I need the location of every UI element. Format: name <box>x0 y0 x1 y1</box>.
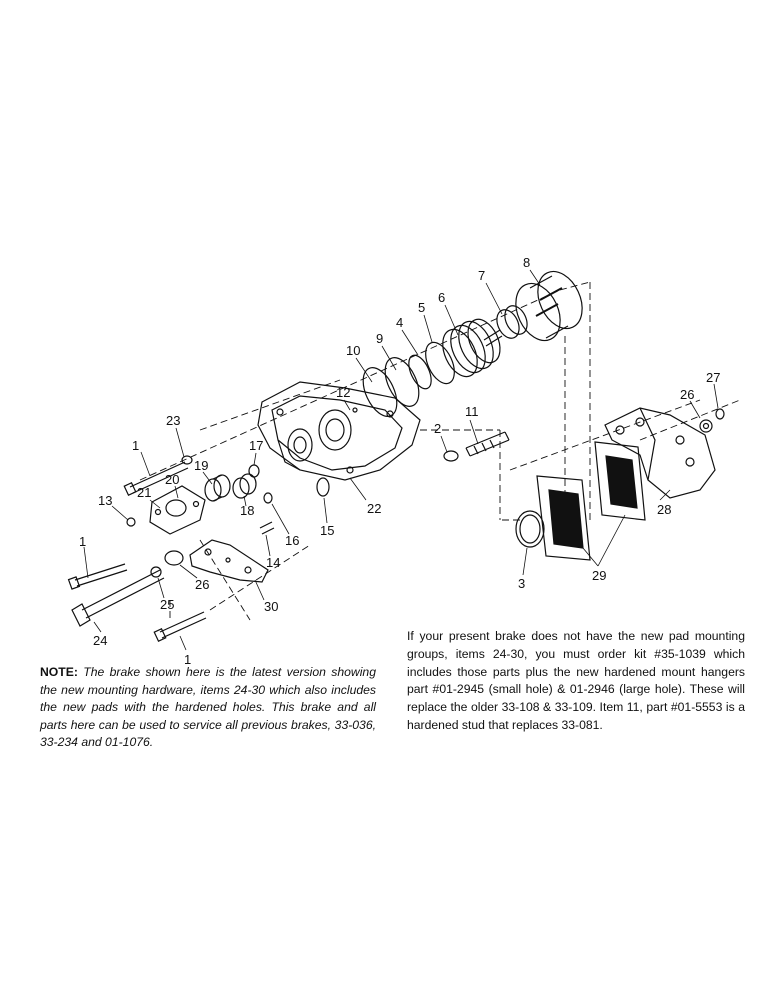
caliper-half <box>604 407 716 499</box>
callout: 28 <box>657 502 671 517</box>
callout: 21 <box>137 485 151 500</box>
callout: 3 <box>518 576 525 591</box>
callout: 16 <box>285 533 299 548</box>
callout: 11 <box>465 404 479 419</box>
note-right-text: If your present brake does not have the … <box>407 629 745 732</box>
piston <box>442 318 501 378</box>
callout: 13 <box>98 493 112 508</box>
callout: 27 <box>706 370 720 385</box>
callout: 23 <box>166 413 180 428</box>
center-lines <box>139 281 741 621</box>
adjuster <box>515 270 583 342</box>
callout: 15 <box>320 523 334 538</box>
callout: 20 <box>165 472 179 487</box>
fittings <box>232 464 330 535</box>
callout: 5 <box>418 300 425 315</box>
callout: 1 <box>184 652 191 667</box>
plunger <box>483 305 528 347</box>
callout: 26 <box>680 387 694 402</box>
bolts <box>67 455 207 643</box>
callout: 6 <box>438 290 445 305</box>
callout: 8 <box>523 255 530 270</box>
callout: 1 <box>132 438 139 453</box>
note-left: NOTE: The brake shown here is the latest… <box>40 664 376 752</box>
nut-washer <box>699 408 725 433</box>
mount-hanger <box>189 539 269 583</box>
mount-bracket <box>149 485 206 535</box>
callout: 12 <box>336 385 350 400</box>
note-right: If your present brake does not have the … <box>407 628 745 735</box>
washer-2 <box>443 450 459 462</box>
callout: 25 <box>160 597 174 612</box>
brake-housing <box>257 381 421 481</box>
stud <box>465 431 510 457</box>
callout-numbers: 8 7 6 5 4 9 10 12 11 2 23 1 17 19 20 21 … <box>79 255 720 667</box>
note-label: NOTE: <box>40 665 78 679</box>
brake-pads <box>536 441 646 561</box>
callout: 2 <box>434 421 441 436</box>
ring-3 <box>515 510 545 548</box>
callout: 22 <box>367 501 381 516</box>
callout: 4 <box>396 315 403 330</box>
callout: 26 <box>195 577 209 592</box>
callout: 14 <box>266 555 280 570</box>
callout: 19 <box>194 458 208 473</box>
seals <box>362 341 455 417</box>
callout: 29 <box>592 568 606 583</box>
callout: 18 <box>240 503 254 518</box>
callout: 30 <box>264 599 278 614</box>
callout: 9 <box>376 331 383 346</box>
callout: 10 <box>346 343 360 358</box>
callout: 1 <box>79 534 86 549</box>
note-left-text: The brake shown here is the latest versi… <box>40 665 376 750</box>
bleeder <box>204 474 231 502</box>
callout: 17 <box>249 438 263 453</box>
long-bolt <box>71 550 184 627</box>
leader-lines <box>83 269 719 651</box>
callout: 24 <box>93 633 107 648</box>
callout: 7 <box>478 268 485 283</box>
